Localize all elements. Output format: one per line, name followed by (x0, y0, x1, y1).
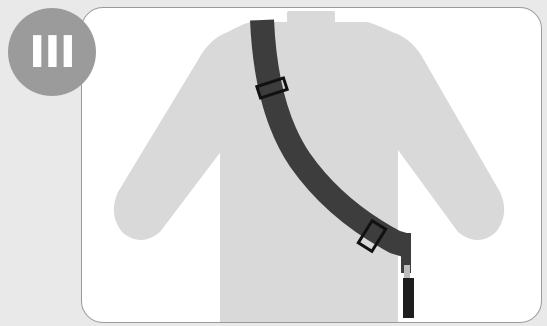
step-number: III (29, 27, 75, 78)
strap-hanging-end (403, 278, 414, 318)
step-badge: III (8, 8, 96, 96)
